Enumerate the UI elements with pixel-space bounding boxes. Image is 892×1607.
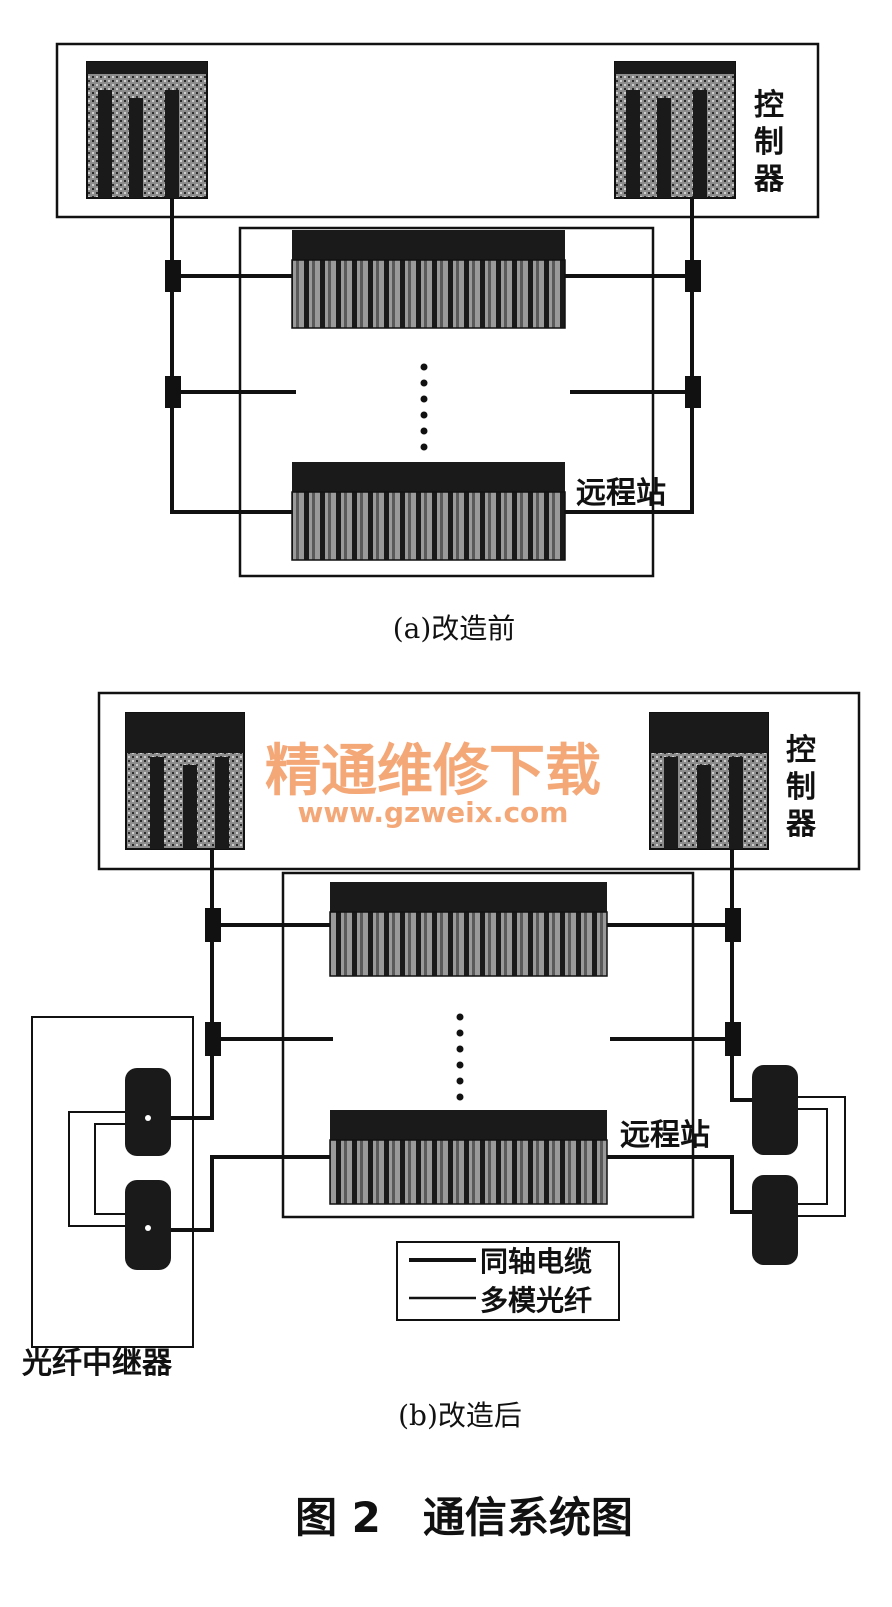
watermark-url: www.gzweix.com — [298, 796, 569, 829]
ellipsis-dots-b — [456, 1013, 464, 1101]
plc-left — [86, 61, 208, 199]
remote-station-area-b — [281, 871, 695, 1219]
watermark-title: 精通维修下载 — [265, 739, 601, 804]
figure-title: 图 2 通信系统图 — [295, 1493, 633, 1542]
coax-cables-a — [170, 198, 694, 514]
remote-station-area — [238, 226, 655, 578]
plc-right — [614, 61, 736, 199]
multimode-fiber-left — [68, 1111, 128, 1227]
controller-label-b: 控 制 器 — [785, 733, 826, 842]
caption-b: (b)改造后 — [398, 1399, 522, 1432]
ellipsis-dots-a — [420, 363, 428, 451]
tap-connectors-b — [205, 908, 741, 1056]
controller-box — [55, 42, 820, 219]
controller-label-a: 控 制 器 — [753, 88, 794, 197]
remote-rack-bottom-b — [329, 1110, 608, 1205]
fiber-repeater-box — [31, 1016, 194, 1348]
repeater-units-right — [752, 1065, 798, 1265]
plc-right-b — [649, 712, 769, 850]
remote-station-label-b: 远程站 — [620, 1118, 710, 1153]
remote-rack-top-b — [329, 882, 608, 977]
legend-fiber-label: 多模光纤 — [480, 1284, 592, 1317]
legend-coax-label: 同轴电缆 — [480, 1245, 592, 1278]
fiber-repeater-label: 光纤中继器 — [22, 1346, 173, 1381]
watermark: 精通维修下载 www.gzweix.com — [265, 739, 601, 829]
remote-rack-bottom — [291, 462, 566, 561]
panel-b: 精通维修下载 www.gzweix.com 控 制 器 — [22, 691, 861, 1432]
repeater-units-left — [125, 1068, 171, 1270]
remote-station-label-a: 远程站 — [576, 476, 666, 511]
plc-left-b — [125, 712, 245, 850]
panel-a: 控 制 器 — [55, 42, 820, 645]
tap-connectors-a — [165, 260, 701, 408]
legend: 同轴电缆 多模光纤 — [396, 1241, 620, 1321]
caption-a: (a)改造前 — [393, 612, 516, 645]
multimode-fiber-right — [797, 1096, 846, 1217]
remote-rack-top — [291, 230, 566, 329]
controller-box-b — [97, 691, 861, 871]
